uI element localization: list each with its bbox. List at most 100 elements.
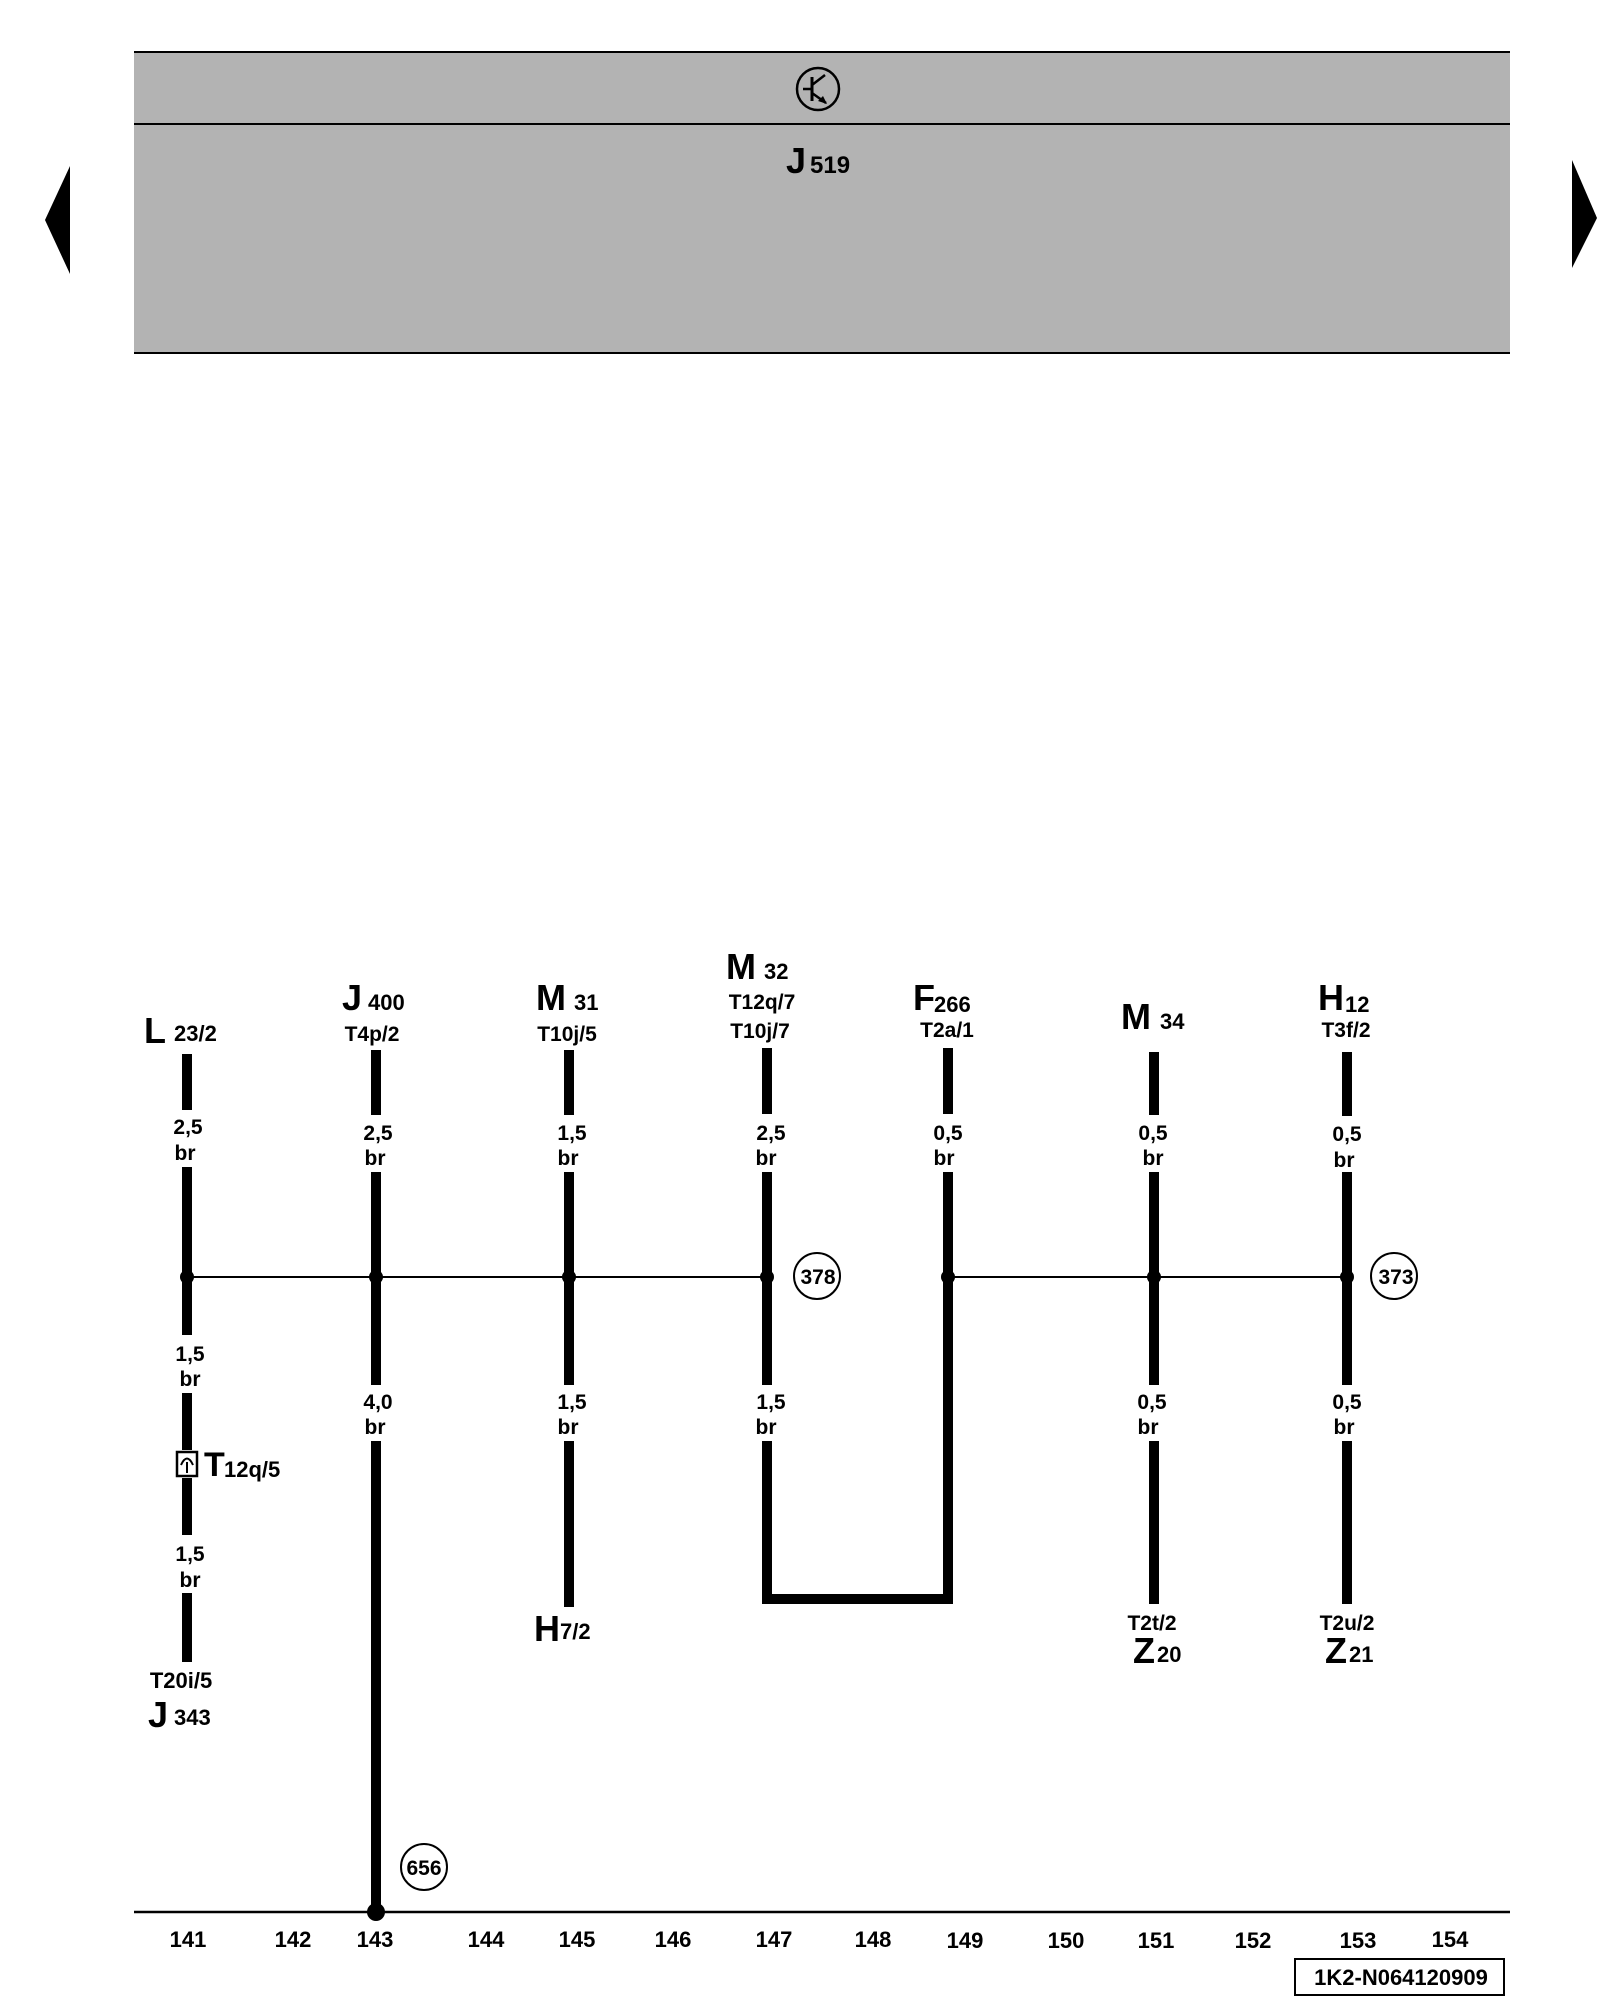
wire-size: 1,5 <box>557 1122 587 1145</box>
component-code: Z <box>1325 1630 1347 1671</box>
track-number: 142 <box>275 1927 312 1952</box>
wire-size: 1,5 <box>557 1391 587 1414</box>
reference-number: 378 <box>800 1266 835 1289</box>
wire-size: 0,5 <box>1332 1391 1362 1414</box>
connector-label: T3f/2 <box>1321 1019 1370 1042</box>
wire-color: br <box>756 1147 777 1170</box>
wire-color: br <box>1334 1149 1355 1172</box>
track-number: 154 <box>1432 1927 1469 1952</box>
track-number: 151 <box>1138 1928 1175 1953</box>
component-pin: 343 <box>174 1705 211 1730</box>
component-code: H <box>1318 977 1344 1018</box>
wire-color: br <box>365 1147 386 1170</box>
wire-size: 0,5 <box>1332 1123 1362 1146</box>
previous-page-icon[interactable] <box>45 166 70 274</box>
wire-color: br <box>365 1416 386 1439</box>
wire-size: 0,5 <box>1138 1122 1168 1145</box>
wire-color: br <box>1334 1416 1355 1439</box>
reference-number: 656 <box>406 1857 441 1880</box>
track-number-row: 141 142 143 144 145 146 147 148 149 150 … <box>170 1927 1469 1953</box>
wire-size: 2,5 <box>173 1116 203 1139</box>
reference-number: 373 <box>1378 1266 1413 1289</box>
connector-label: T2a/1 <box>920 1019 974 1042</box>
wire-size: 0,5 <box>1137 1391 1167 1414</box>
wire-color: br <box>558 1416 579 1439</box>
track-number: 144 <box>468 1927 505 1952</box>
connector-code: T <box>204 1446 225 1484</box>
connector-label: T2t/2 <box>1127 1612 1176 1635</box>
track-number: 148 <box>855 1927 892 1952</box>
reference-circle <box>400 1843 448 1891</box>
track-number: 147 <box>756 1927 793 1952</box>
track-number: 143 <box>357 1927 394 1952</box>
component-pin: 21 <box>1349 1642 1373 1667</box>
document-id: 1K2-N064120909 <box>1314 1965 1488 1990</box>
connector-label: T10j/7 <box>730 1020 790 1043</box>
component-pin: 266 <box>934 992 971 1017</box>
wire-l23 <box>175 1054 199 1662</box>
wire-size: 0,5 <box>933 1122 963 1145</box>
wire-color: br <box>175 1142 196 1165</box>
wire-m32 <box>760 1048 955 1604</box>
electronic-control-unit-icon <box>795 66 841 112</box>
connector-label: T2u/2 <box>1320 1612 1375 1635</box>
wire-size: 1,5 <box>175 1343 205 1366</box>
next-page-icon[interactable] <box>1572 160 1597 268</box>
connector-label: T20i/5 <box>150 1668 212 1693</box>
wire-color: br <box>180 1368 201 1391</box>
junction-dot <box>1147 1270 1161 1284</box>
wire-h12 <box>1340 1052 1354 1604</box>
wire-color: br <box>934 1147 955 1170</box>
document-id-box <box>1294 1958 1505 1996</box>
wire-color: br <box>1138 1416 1159 1439</box>
connector-pin: 12q/5 <box>224 1457 280 1482</box>
wire-size: 1,5 <box>175 1543 205 1566</box>
component-code: H <box>534 1608 560 1649</box>
component-code: L <box>144 1010 166 1051</box>
wire-color: br <box>558 1147 579 1170</box>
track-number: 152 <box>1235 1928 1272 1953</box>
junction-dot <box>562 1270 576 1284</box>
wire-size: 2,5 <box>756 1122 786 1145</box>
component-pin: 31 <box>574 990 598 1015</box>
wire-color: br <box>1143 1147 1164 1170</box>
junction-dot <box>1340 1270 1354 1284</box>
wire-size: 1,5 <box>756 1391 786 1414</box>
component-pin: 32 <box>764 959 788 984</box>
component-pin: 12 <box>1345 992 1369 1017</box>
wire-m34 <box>1147 1052 1161 1604</box>
component-pin: 20 <box>1157 1642 1181 1667</box>
junction-dot <box>760 1270 774 1284</box>
track-number: 149 <box>947 1928 984 1953</box>
component-pin: 23/2 <box>174 1021 217 1046</box>
connector-label: T10j/5 <box>537 1023 597 1046</box>
reference-circle <box>793 1252 841 1300</box>
component-code: M <box>726 946 756 987</box>
wire-color: br <box>756 1416 777 1439</box>
track-number: 141 <box>170 1927 207 1952</box>
component-pin: 7/2 <box>560 1619 591 1644</box>
module-code: J <box>786 140 806 181</box>
junction-dot <box>941 1270 955 1284</box>
wire-size: 2,5 <box>363 1122 393 1145</box>
track-number: 153 <box>1340 1928 1377 1953</box>
component-code: Z <box>1133 1630 1155 1671</box>
component-pin: 400 <box>368 990 405 1015</box>
junction-dot <box>369 1270 383 1284</box>
track-number: 150 <box>1048 1928 1085 1953</box>
connector-icon <box>175 1450 199 1478</box>
module-number: 519 <box>810 152 850 179</box>
track-number: 146 <box>655 1927 692 1952</box>
reference-circle <box>1370 1252 1418 1300</box>
wire-m31 <box>562 1050 576 1607</box>
component-pin: 34 <box>1160 1009 1185 1034</box>
component-code: J <box>148 1694 168 1735</box>
component-code: M <box>536 977 566 1018</box>
connector-label: T12q/7 <box>729 991 796 1014</box>
wire-color: br <box>180 1569 201 1592</box>
track-number: 145 <box>559 1927 596 1952</box>
wire-j400 <box>367 1050 385 1921</box>
wire-size: 4,0 <box>363 1391 392 1414</box>
connector-label: T4p/2 <box>345 1023 400 1046</box>
